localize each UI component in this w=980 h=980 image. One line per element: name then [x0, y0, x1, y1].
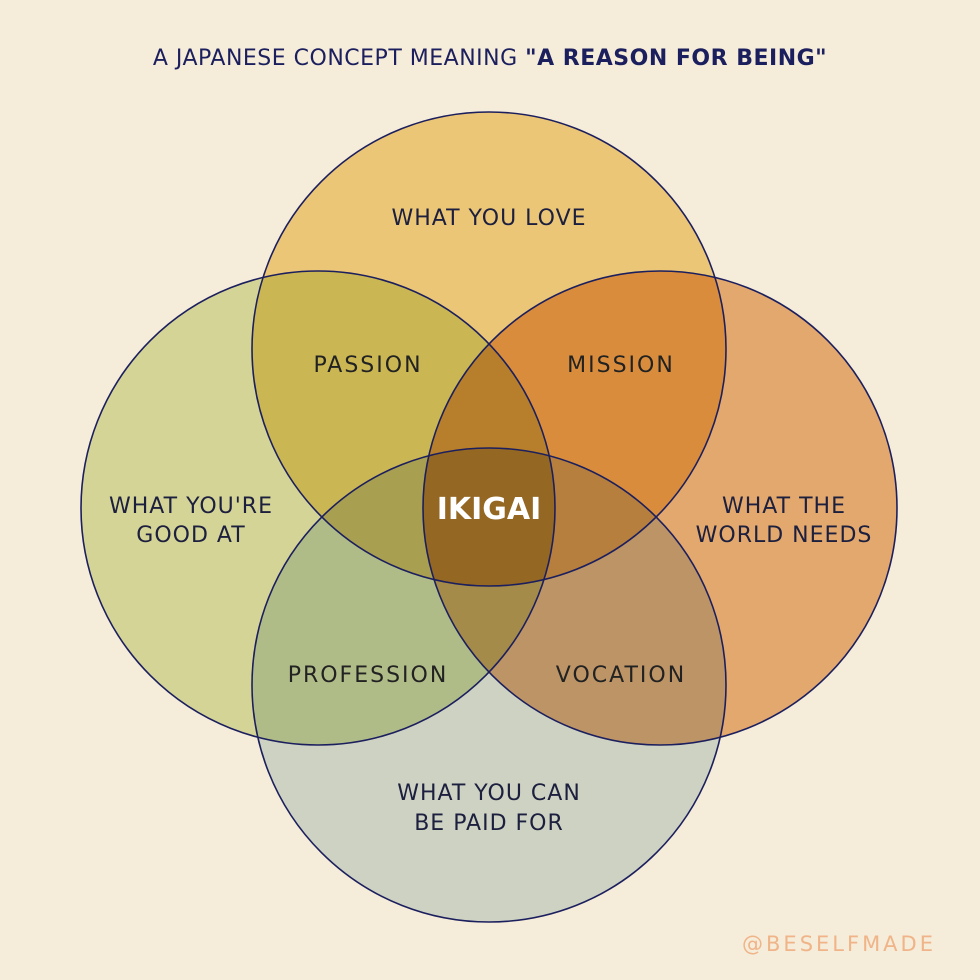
- label-what-you-good-at-line2: GOOD AT: [136, 523, 245, 548]
- label-vocation: VOCATION: [556, 663, 686, 688]
- title-emphasis: "A REASON FOR BEING": [525, 46, 828, 71]
- label-what-you-can-be-paid-for-line1: WHAT YOU CAN: [397, 781, 581, 806]
- label-mission: MISSION: [567, 353, 675, 378]
- label-what-you-good-at-line1: WHAT YOU'RE: [109, 494, 273, 519]
- label-passion: PASSION: [313, 353, 422, 378]
- footer-handle: @BESELFMADE: [742, 932, 936, 956]
- label-ikigai: IKIGAI: [437, 492, 542, 527]
- label-profession: PROFESSION: [288, 663, 449, 688]
- outline-what-you-can-be-paid-for: [251, 447, 727, 923]
- label-what-the-world-needs-line1: WHAT THE: [722, 494, 846, 519]
- outline-what-you-love: [251, 111, 727, 587]
- label-what-you-love: WHAT YOU LOVE: [391, 206, 586, 231]
- outline-what-the-world-needs: [422, 270, 898, 746]
- page-title: A JAPANESE CONCEPT MEANING "A REASON FOR…: [0, 46, 980, 71]
- label-what-you-can-be-paid-for-line2: BE PAID FOR: [414, 811, 564, 836]
- label-what-the-world-needs-line2: WORLD NEEDS: [696, 523, 873, 548]
- region-mission: [423, 271, 726, 586]
- title-prefix: A JAPANESE CONCEPT MEANING: [152, 46, 526, 71]
- region-love-good-needs: [423, 271, 555, 586]
- region-passion: [252, 271, 555, 586]
- outline-what-you-good-at: [80, 270, 556, 746]
